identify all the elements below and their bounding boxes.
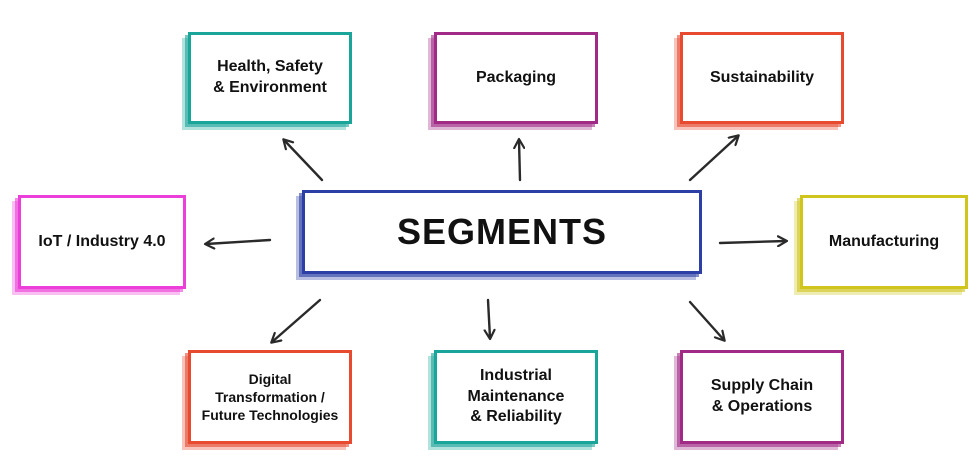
segment-label: Industrial Maintenance & Reliability (467, 366, 565, 426)
segment-industrial-maintenance: Industrial Maintenance & Reliability (434, 350, 598, 444)
segment-health-safety-environment: Health, Safety & Environment (188, 32, 352, 124)
segment-label: Supply Chain & Operations (710, 377, 814, 415)
segment-label: Sustainability (709, 68, 815, 86)
segment-manufacturing: Manufacturing (800, 195, 968, 289)
arrow-to-maintenance (488, 298, 490, 338)
segment-label: Manufacturing (828, 232, 940, 250)
center-label: SEGMENTS (396, 211, 608, 252)
arrow-to-packaging (519, 140, 520, 182)
segment-packaging: Packaging (434, 32, 598, 124)
segment-label: Digital Transformation / Future Technolo… (201, 370, 339, 424)
segment-label: IoT / Industry 4.0 (38, 232, 166, 250)
segment-label: Packaging (475, 68, 557, 86)
segment-digital-transformation: Digital Transformation / Future Technolo… (188, 350, 352, 444)
arrow-to-iot (206, 240, 272, 244)
segment-supply-chain: Supply Chain & Operations (680, 350, 844, 444)
arrow-to-digital (272, 298, 322, 342)
segment-iot-industry: IoT / Industry 4.0 (18, 195, 186, 289)
arrow-to-sustainability (688, 136, 738, 182)
arrow-to-health-safety (284, 140, 324, 182)
arrow-to-supply-chain (688, 300, 724, 340)
segment-label: Health, Safety & Environment (213, 58, 327, 96)
segment-sustainability: Sustainability (680, 32, 844, 124)
center-segments-box: SEGMENTS (302, 190, 702, 274)
arrow-to-manufacturing (718, 241, 786, 243)
